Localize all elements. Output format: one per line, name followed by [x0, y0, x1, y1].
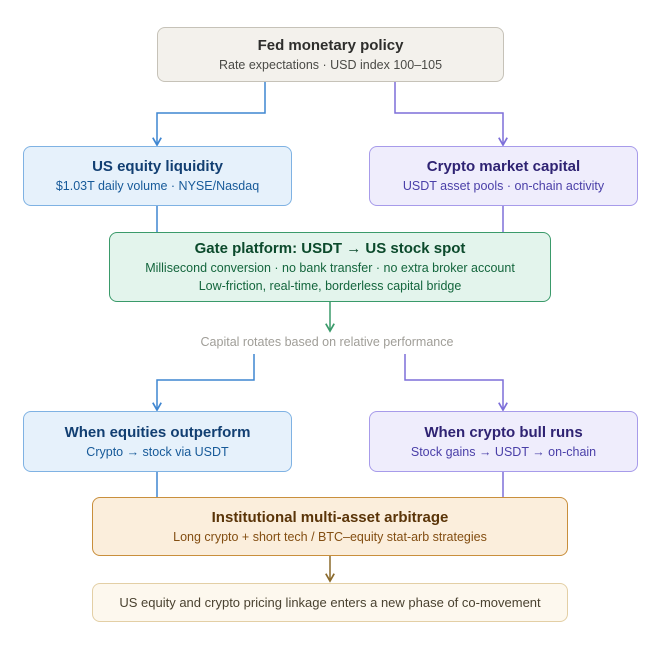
- node-conclusion: US equity and crypto pricing linkage ent…: [92, 583, 568, 622]
- node-us-equity-liquidity: US equity liquidity $1.03T daily volume …: [23, 146, 292, 206]
- node-equities-outperform: When equities outperform Crypto → stock …: [23, 411, 292, 472]
- node-subtitle: Long crypto + short tech / BTC–equity st…: [173, 529, 487, 544]
- node-title: Crypto market capital: [426, 158, 581, 175]
- node-title: Fed monetary policy: [257, 36, 404, 54]
- arrow-rotation-to-equities: [152, 354, 255, 412]
- node-title: Institutional multi-asset arbitrage: [211, 508, 449, 526]
- node-crypto-market-capital: Crypto market capital USDT asset pools ·…: [369, 146, 638, 206]
- arrow-rotation-to-crypto: [404, 354, 508, 412]
- node-text: US equity and crypto pricing linkage ent…: [119, 594, 541, 610]
- node-subtitle-2: Low-friction, real-time, borderless capi…: [198, 279, 462, 293]
- node-title: US equity liquidity: [92, 158, 223, 175]
- node-title: Gate platform: USDT → US stock spot: [194, 240, 466, 257]
- node-crypto-bull-runs: When crypto bull runs Stock gains → USDT…: [369, 411, 638, 472]
- node-title: When equities outperform: [64, 423, 251, 441]
- node-subtitle: Rate expectations · USD index 100–105: [218, 57, 443, 72]
- node-fed-monetary-policy: Fed monetary policy Rate expectations · …: [157, 27, 504, 82]
- node-subtitle: Millisecond conversion · no bank transfe…: [145, 261, 515, 275]
- node-subtitle: Stock gains → USDT → on-chain: [410, 444, 597, 459]
- arrow-fed-to-crypto: [394, 82, 508, 147]
- rotation-caption: Capital rotates based on relative perfor…: [200, 335, 454, 349]
- arrow-fed-to-equity: [152, 82, 266, 147]
- node-subtitle: USDT asset pools · on-chain activity: [402, 179, 605, 193]
- node-institutional-arbitrage: Institutional multi-asset arbitrage Long…: [92, 497, 568, 556]
- node-gate-platform: Gate platform: USDT → US stock spot Mill…: [109, 232, 551, 302]
- node-title: When crypto bull runs: [424, 423, 583, 441]
- node-subtitle: Crypto → stock via USDT: [86, 444, 229, 459]
- node-subtitle: $1.03T daily volume · NYSE/Nasdaq: [55, 179, 260, 193]
